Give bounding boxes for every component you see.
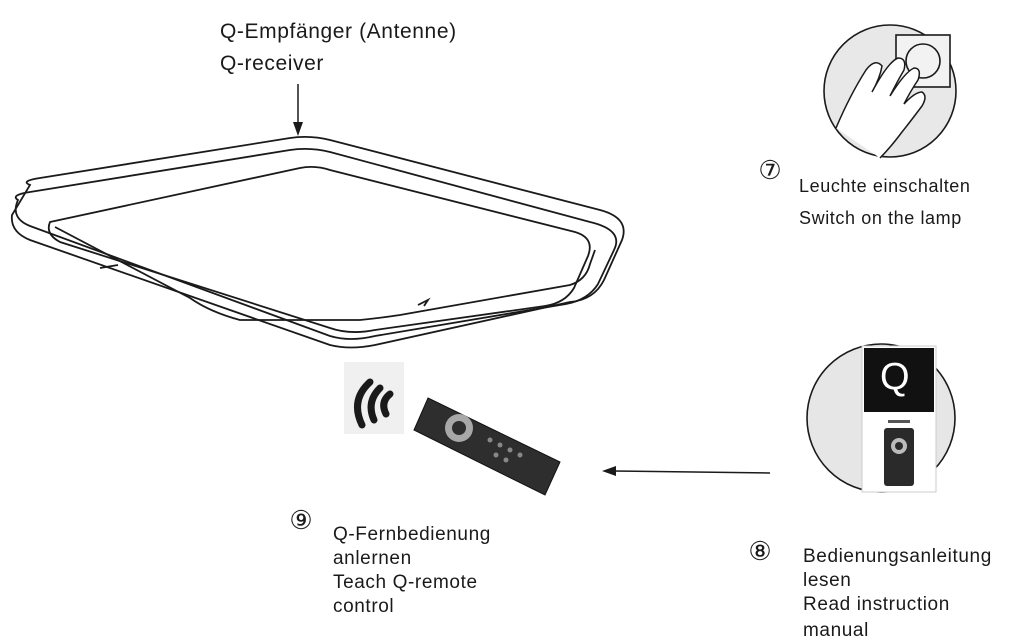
receiver-label-en: Q-receiver bbox=[220, 52, 325, 75]
step-8-text-en-2: manual bbox=[803, 620, 869, 641]
step-7-number: ⑦ bbox=[758, 155, 782, 185]
step-9-text-de-1: Q-Fernbedienung bbox=[333, 524, 491, 545]
manual-cover-logo: Q bbox=[880, 356, 911, 398]
step-9-number: ⑨ bbox=[289, 505, 313, 535]
manual-icon bbox=[806, 343, 956, 493]
signal-waves-icon bbox=[344, 362, 404, 434]
lamp-icon bbox=[10, 135, 625, 349]
step-8-text-de-1: Bedienungsanleitung bbox=[803, 546, 992, 567]
step-7-text-en: Switch on the lamp bbox=[799, 208, 962, 228]
left-arrow-icon bbox=[602, 466, 771, 476]
step-9-text-en-1: Teach Q-remote bbox=[333, 572, 478, 593]
step-9-text-de-2: anlernen bbox=[333, 548, 412, 569]
down-arrow-icon bbox=[293, 84, 303, 136]
step-8-text-en-1: Read instruction bbox=[803, 594, 950, 615]
step-8-number: ⑧ bbox=[748, 536, 772, 566]
hand-switch-icon bbox=[823, 24, 957, 159]
step-8-text-de-2: lesen bbox=[803, 570, 852, 591]
step-9-text-en-2: control bbox=[333, 596, 395, 617]
step-7-text-de: Leuchte einschalten bbox=[799, 176, 971, 196]
receiver-label-de: Q-Empfänger (Antenne) bbox=[220, 20, 457, 43]
remote-control-icon bbox=[413, 397, 561, 496]
